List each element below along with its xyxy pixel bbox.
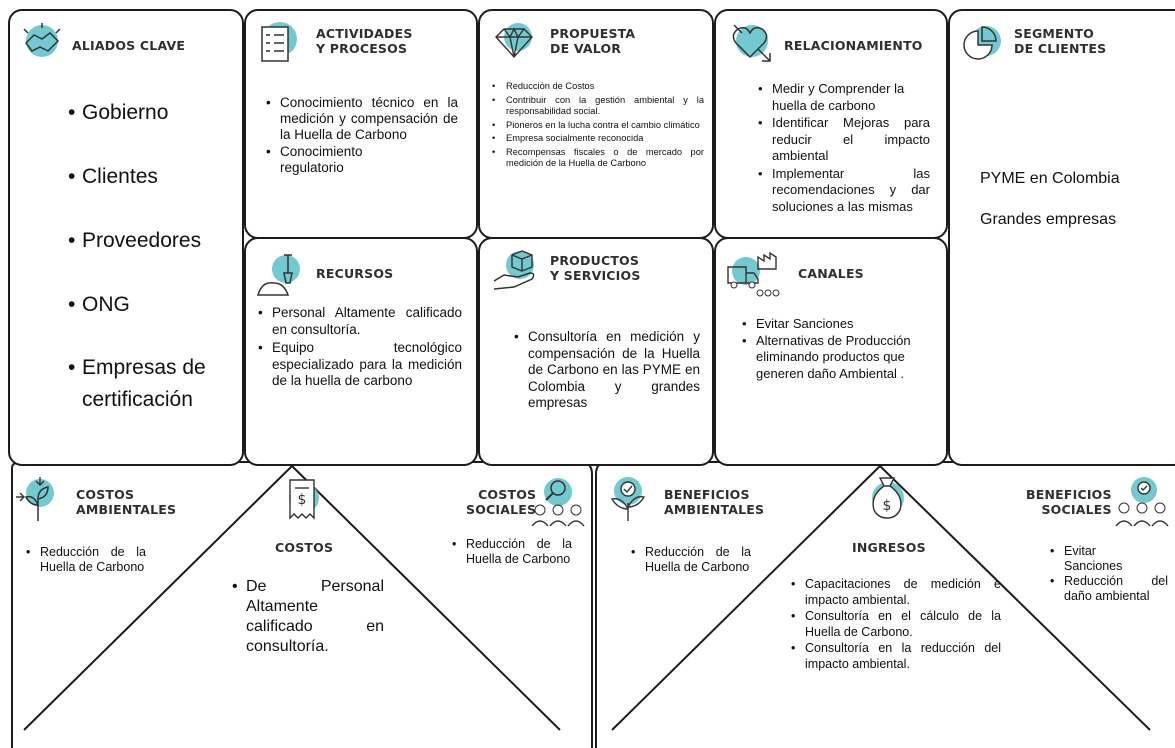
- social-costs-list: Reducción de la Huella de Carbono: [452, 537, 572, 567]
- list-item: Implementar las recomendaciones y dar so…: [758, 166, 930, 216]
- diamond-icon: [490, 21, 538, 66]
- social-benefits-list: Evitar Sanciones Reducción del daño ambi…: [1050, 544, 1168, 604]
- list-item: Identificar Mejoras para reducir el impa…: [758, 115, 930, 165]
- people-search-icon: [528, 474, 586, 535]
- box-hand-icon: [492, 247, 540, 300]
- customer-segments-list: PYME en Colombia Grandes empresas: [980, 169, 1120, 230]
- environmental-benefits-title: BENEFICIOS AMBIENTALES: [664, 487, 765, 517]
- handshake-icon: [20, 21, 64, 66]
- customer-segments-title: SEGMENTO DE CLIENTES: [1014, 26, 1107, 56]
- list-item: Personal Altamente calificado en consult…: [258, 305, 462, 338]
- products-services-card: PRODUCTOS Y SERVICIOS Consultoría en med…: [478, 237, 714, 466]
- list-item: Contribuir con la gestión ambiental y la…: [492, 95, 704, 118]
- list-item: Evitar Sanciones: [1050, 544, 1124, 574]
- key-resources-list: Personal Altamente calificado en consult…: [258, 305, 462, 390]
- heart-link-icon: [726, 19, 774, 70]
- key-resources-title: RECURSOS: [316, 266, 394, 281]
- list-item: ONG: [68, 289, 232, 321]
- list-item: Alternativas de Producción eliminando pr…: [742, 333, 932, 383]
- key-resources-card: RECURSOS Personal Altamente calificado e…: [244, 237, 478, 466]
- plant-arrows-icon: [14, 475, 60, 528]
- list-item: Capacitaciones de medición e impacto amb…: [791, 577, 1001, 608]
- key-partners-title: ALIADOS CLAVE: [72, 38, 186, 53]
- list-item: Pioneros en la lucha contra el cambio cl…: [492, 120, 704, 132]
- list-item: Consultoría en medición y compensación d…: [514, 329, 700, 412]
- environmental-costs-list: Reducción de la Huella de Carbono: [26, 545, 146, 575]
- list-item: Recompensas fiscales o de mercado por me…: [492, 147, 704, 170]
- list-item: Proveedores: [68, 225, 232, 257]
- list-item: Empresas de certificación: [68, 352, 232, 416]
- value-proposition-card: PROPUESTA DE VALOR Reducción de Costos C…: [478, 9, 714, 239]
- customer-relationships-title: RELACIONAMIENTO: [784, 38, 923, 53]
- plant-check-icon: [604, 473, 650, 528]
- list-item: Reducción de la Huella de Carbono: [452, 537, 572, 567]
- list-item: Consultoría en la reducción del impacto …: [791, 641, 1001, 672]
- list-item: Conocimiento regulatorio: [266, 144, 400, 176]
- revenue-title: INGRESOS: [852, 540, 926, 555]
- list-item: Equipo tecnológico especializado para la…: [258, 340, 462, 390]
- environmental-costs-title: COSTOS AMBIENTALES: [76, 487, 177, 517]
- list-item: Gobierno: [68, 97, 232, 129]
- svg-text:$: $: [298, 492, 307, 508]
- customer-segments-card: SEGMENTO DE CLIENTES PYME en Colombia Gr…: [948, 9, 1175, 466]
- list-item: Grandes empresas: [980, 211, 1117, 228]
- costs-title: COSTOS: [275, 540, 334, 555]
- social-costs-title: COSTOS SOCIALES: [466, 487, 537, 517]
- money-bag-icon: $: [866, 474, 908, 525]
- key-partners-card: ALIADOS CLAVE Gobierno Clientes Proveedo…: [8, 9, 244, 466]
- list-item: Evitar Sanciones: [742, 316, 932, 333]
- channels-title: CANALES: [798, 266, 864, 281]
- social-benefits-title: BENEFICIOS SOCIALES: [1026, 487, 1112, 517]
- shovel-icon: [254, 249, 304, 304]
- value-proposition-list: Reducción de Costos Contribuir con la ge…: [492, 81, 704, 170]
- revenue-list: Capacitaciones de medición e impacto amb…: [791, 577, 1001, 672]
- customer-relationships-list: Medir y Comprender la huella de carbono …: [758, 81, 930, 216]
- customer-relationships-card: RELACIONAMIENTO Medir y Comprender la hu…: [714, 9, 948, 239]
- channels-card: CANALES Evitar Sanciones Alternativas de…: [714, 237, 948, 466]
- list-item: Reducción de Costos: [492, 81, 704, 93]
- truck-factory-icon: [724, 249, 780, 304]
- list-item: PYME en Colombia: [980, 170, 1120, 187]
- products-services-title: PRODUCTOS Y SERVICIOS: [550, 253, 641, 283]
- list-item: Reducción del daño ambiental: [1050, 574, 1168, 604]
- list-item: Medir y Comprender la huella de carbono: [758, 81, 930, 114]
- costs-list: De Personal Altamente calificado en cons…: [232, 577, 384, 657]
- list-item: Empresa socialmente reconocida: [492, 133, 704, 145]
- people-check-icon: [1114, 474, 1170, 535]
- checklist-icon: [256, 19, 300, 72]
- products-services-list: Consultoría en medición y compensación d…: [514, 329, 700, 412]
- pie-chart-icon: [960, 23, 1004, 68]
- list-item: Consultoría en el cálculo de la Huella d…: [791, 609, 1001, 640]
- list-item: Clientes: [68, 161, 232, 193]
- channels-list: Evitar Sanciones Alternativas de Producc…: [742, 316, 932, 383]
- environmental-benefits-list: Reducción de la Huella de Carbono: [631, 545, 751, 575]
- list-item: Conocimiento técnico en la medición y co…: [266, 95, 458, 143]
- key-activities-list: Conocimiento técnico en la medición y co…: [266, 95, 458, 176]
- svg-text:$: $: [883, 498, 892, 514]
- key-activities-title: ACTIVIDADES Y PROCESOS: [316, 26, 413, 56]
- value-proposition-title: PROPUESTA DE VALOR: [550, 26, 636, 56]
- list-item: Reducción de la Huella de Carbono: [631, 545, 751, 575]
- list-item: De Personal Altamente calificado en cons…: [232, 577, 384, 657]
- list-item: Reducción de la Huella de Carbono: [26, 545, 146, 575]
- key-activities-card: ACTIVIDADES Y PROCESOS Conocimiento técn…: [244, 9, 478, 239]
- receipt-icon: $: [282, 476, 322, 529]
- key-partners-list: Gobierno Clientes Proveedores ONG Empres…: [68, 97, 232, 416]
